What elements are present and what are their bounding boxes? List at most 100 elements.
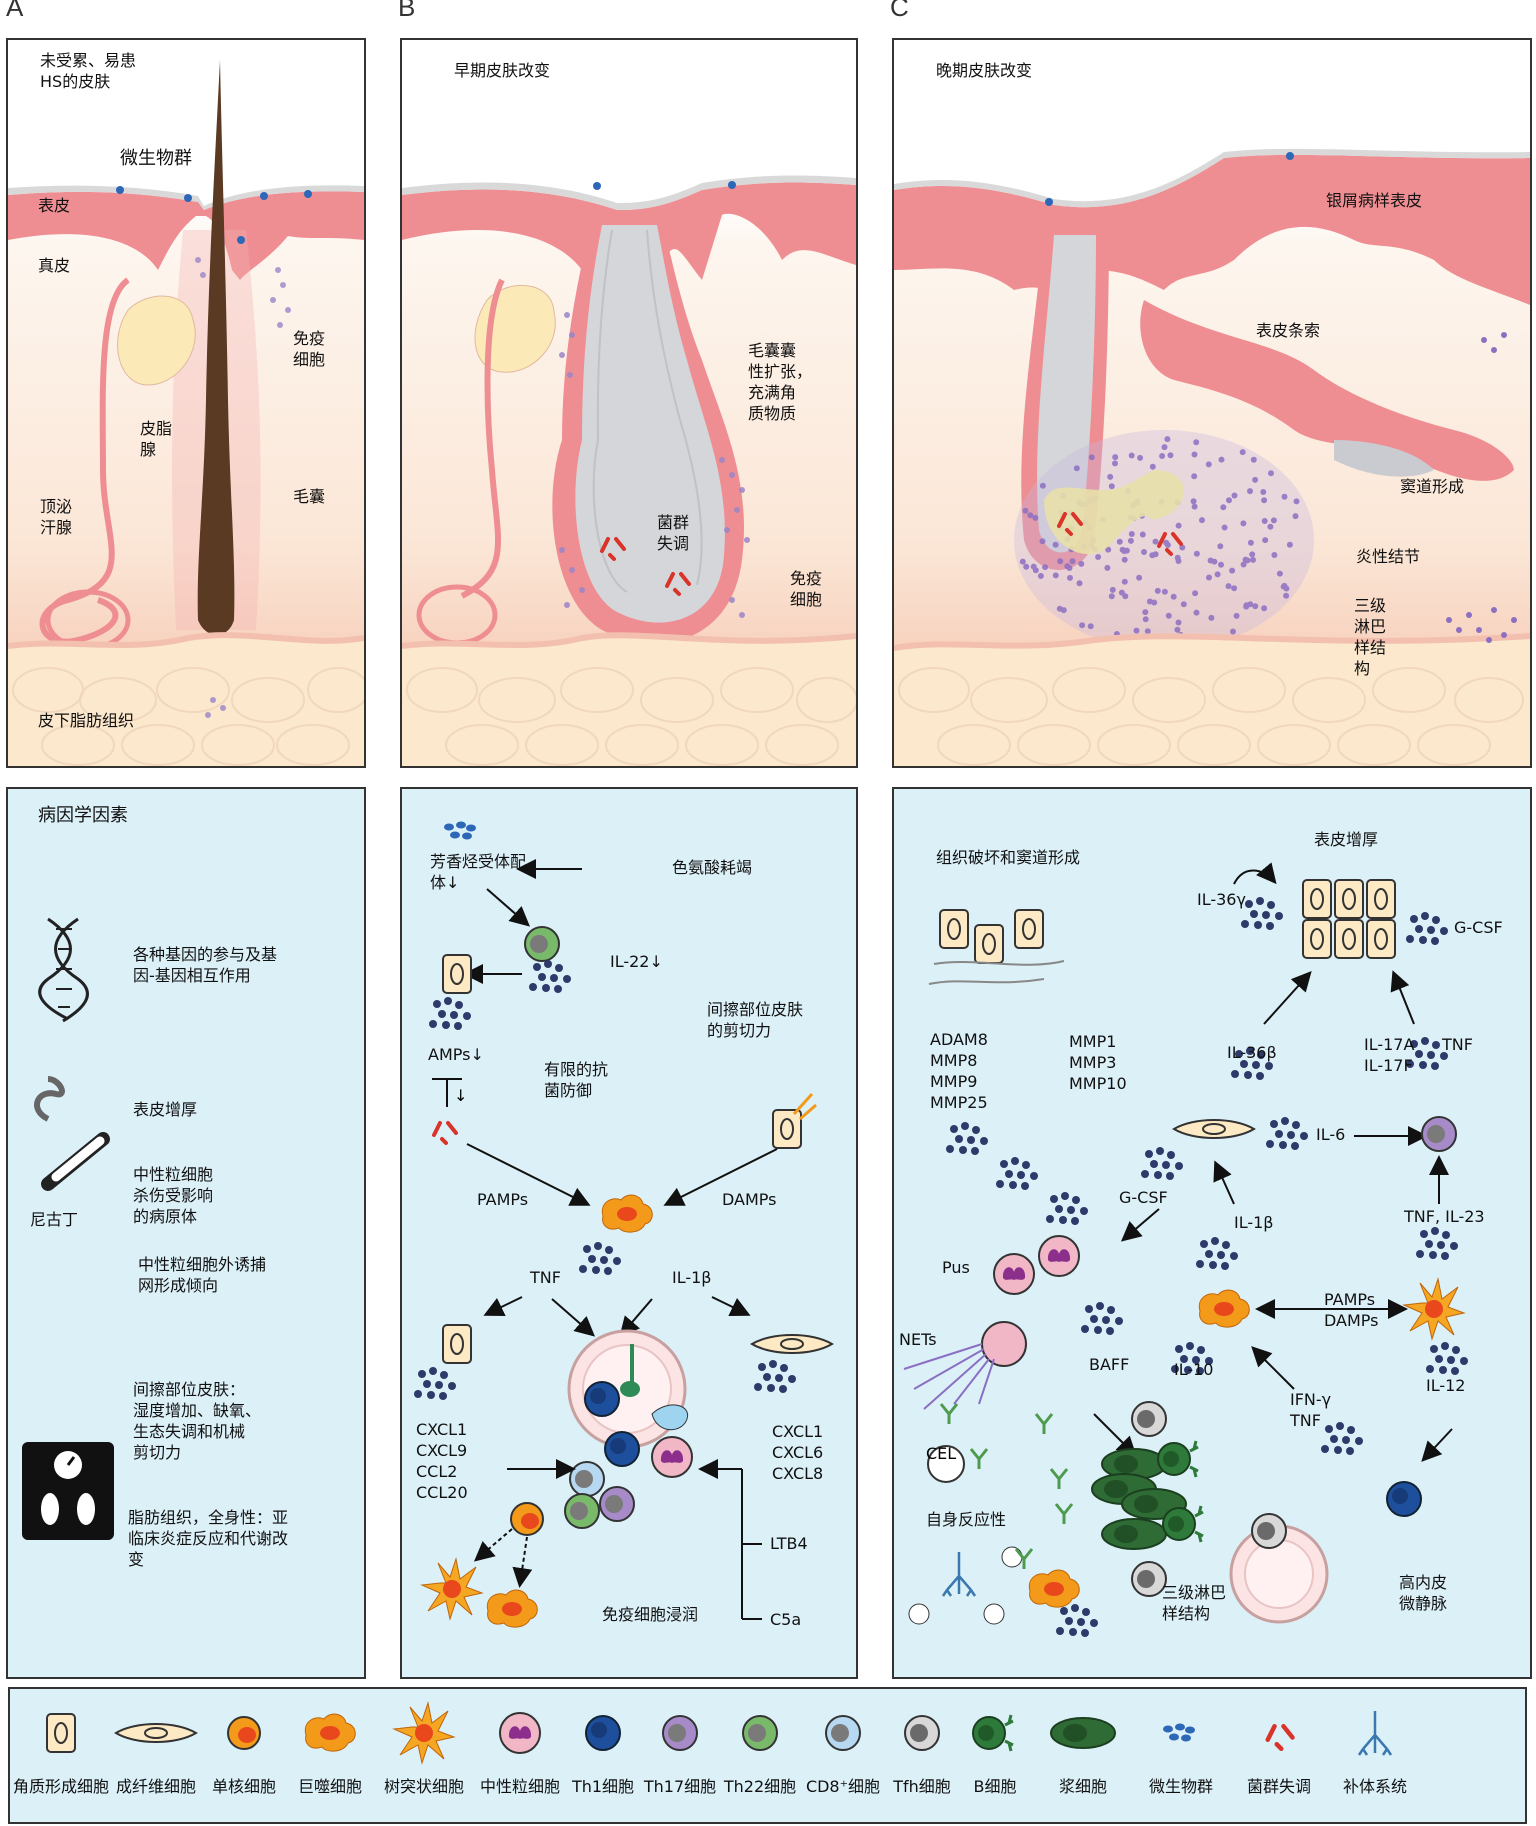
label-microbiota: 微生物群 <box>120 148 192 169</box>
label-tnf-b: TNF <box>530 1268 561 1287</box>
skin-panel-b: 早期皮肤改变 毛囊囊 性扩张， 充满角 质物质 菌群 失调 免疫 细胞 <box>400 38 858 768</box>
label-limited-defense: 有限的抗 菌防御 <box>544 1060 609 1100</box>
label-dysbiosis-b: 菌群 失调 <box>657 513 690 553</box>
legend-item-plasma: 浆细胞 <box>1040 1689 1126 1822</box>
legend-item-keratinocyte: 角质形成细胞 <box>13 1689 109 1822</box>
macrophage-icon <box>304 1713 356 1752</box>
cigarette-icon <box>34 1076 110 1191</box>
microbiota-icon <box>1163 1723 1195 1742</box>
label-tertiary-lymphoid: 三级 淋巴 样结 构 <box>1354 596 1387 678</box>
label-ifng-tnf: IFN-γ TNF <box>1290 1390 1332 1430</box>
etiology-title: 病因学因素 <box>38 805 128 826</box>
legend-item-dysbiosis: 菌群失调 <box>1236 1689 1322 1822</box>
label-apocrine-gland: 顶泌 汗腺 <box>40 497 73 537</box>
plasma-cell-icon <box>1050 1717 1116 1749</box>
label-il1b-c: IL-1β <box>1234 1213 1274 1232</box>
label-sinus-tract: 窦道形成 <box>1400 477 1465 496</box>
label-intertriginous: 间擦部位皮肤： 湿度增加、缺氧、 生态失调和机械 剪切力 <box>133 1380 262 1462</box>
fibroblast-icon <box>115 1723 197 1743</box>
label-autoreactivity: 自身反应性 <box>926 1510 1007 1529</box>
etiology-panel: 病因学因素 各种基因的参与及基 因-基因相互作用 表皮增厚 中性粒细胞 杀伤受影… <box>6 787 366 1679</box>
label-amps: AMPs↓ <box>428 1045 484 1064</box>
th1-icon <box>585 1715 621 1751</box>
complement-icon <box>1357 1709 1393 1757</box>
scale-icon <box>22 1442 114 1540</box>
label-hev: 高内皮 微静脉 <box>1399 1573 1448 1613</box>
skin-diagram-b <box>402 175 856 766</box>
skin-panel-a: 未受累、易患 HS的皮肤 微生物群 表皮 真皮 免疫 细胞 皮脂 腺 顶泌 汗腺… <box>6 38 366 768</box>
legend-item-th22: Th22细胞 <box>722 1689 798 1822</box>
legend-item-complement: 补体系统 <box>1332 1689 1418 1822</box>
label-chemokines-right: CXCL1 CXCL6 CXCL8 <box>772 1422 824 1483</box>
label-immune-cells-a: 免疫 细胞 <box>293 329 326 369</box>
etiology-icons <box>22 917 114 1540</box>
legend-item-macrophage: 巨噬细胞 <box>290 1689 370 1822</box>
skin-diagram-a <box>8 60 364 766</box>
label-il22: IL-22↓ <box>610 952 663 971</box>
legend-item-cd8: CD8⁺细胞 <box>802 1689 884 1822</box>
svg-text:↓: ↓ <box>454 1086 467 1105</box>
label-cel: CEL <box>926 1444 956 1463</box>
label-epidermis: 表皮 <box>38 196 71 215</box>
legend-item-th1: Th1细胞 <box>568 1689 638 1822</box>
label-late-changes: 晚期皮肤改变 <box>936 61 1033 80</box>
dna-icon <box>38 917 89 1023</box>
label-pamps: PAMPs <box>477 1190 529 1209</box>
label-epidermal-strands: 表皮条索 <box>1256 321 1321 340</box>
cell-legend: 角质形成细胞 成纤维细胞 单核细胞 巨噬细胞 树突状细胞 中性粒细胞 Th1细胞… <box>8 1687 1527 1824</box>
label-follicular-dilation: 毛囊囊 性扩张， 充满角 质物质 <box>748 341 813 423</box>
label-ltb4: LTB4 <box>770 1534 808 1553</box>
late-mechanism-panel: CEL 组织破坏和窦道形成 表皮增厚 IL-36γ G-CSF ADAM8 MM… <box>892 787 1532 1679</box>
label-adam-mmp: ADAM8 MMP8 MMP9 MMP25 <box>930 1030 988 1112</box>
skin-panel-c: 晚期皮肤改变 银屑病样表皮 表皮条索 窦道形成 炎性结节 三级 淋巴 样结 构 <box>892 38 1532 768</box>
legend-item-fibroblast: 成纤维细胞 <box>112 1689 200 1822</box>
label-il12: IL-12 <box>1426 1376 1466 1395</box>
label-neutrophil-killing: 中性粒细胞 杀伤受影响 的病原体 <box>133 1165 214 1226</box>
label-genes: 各种基因的参与及基 因-基因相互作用 <box>133 945 278 985</box>
label-mmp: MMP1 MMP3 MMP10 <box>1069 1032 1127 1093</box>
label-il17: IL-17A IL-17F <box>1364 1035 1415 1075</box>
panel-letter-a: A <box>6 0 24 22</box>
label-hair-follicle: 毛囊 <box>293 487 326 506</box>
label-tissue-destruction: 组织破坏和窦道形成 <box>936 848 1081 867</box>
label-baff: BAFF <box>1089 1355 1130 1374</box>
legend-item-neutrophil: 中性粒细胞 <box>476 1689 564 1822</box>
neutrophil-icon <box>499 1712 541 1754</box>
label-adipose: 脂肪组织，全身性：亚 临床炎症反应和代谢改 变 <box>128 1508 289 1569</box>
th17-icon <box>662 1715 698 1751</box>
legend-item-b-cell: B细胞 <box>962 1689 1028 1822</box>
label-tnf-c: TNF <box>1442 1035 1473 1054</box>
label-unaffected-skin: 未受累、易患 HS的皮肤 <box>40 51 137 91</box>
label-sebaceous-gland: 皮脂 腺 <box>140 419 173 459</box>
label-nicotine: 尼古丁 <box>30 1210 79 1229</box>
label-tryptophan-depletion: 色氨酸耗竭 <box>672 858 753 877</box>
legend-item-tfh: Tfh细胞 <box>886 1689 958 1822</box>
label-nets: NETs <box>899 1330 937 1349</box>
skin-diagram-c <box>894 148 1530 766</box>
label-net-formation: 中性粒细胞外诱捕 网形成倾向 <box>138 1255 267 1295</box>
label-chemokines-left: CXCL1 CXCL9 CCL2 CCL20 <box>416 1420 468 1502</box>
label-pamps-damps: PAMPs DAMPs <box>1324 1290 1379 1330</box>
label-subcutaneous-fat: 皮下脂肪组织 <box>38 711 135 730</box>
legend-item-dendritic: 树突状细胞 <box>380 1689 468 1822</box>
early-mechanism-panel: ↓ 芳香烃受体配 体↓ 色氨酸耗竭 <box>400 787 858 1679</box>
label-epidermal-hyperplasia: 表皮增厚 <box>133 1100 198 1119</box>
legend-item-th17: Th17细胞 <box>642 1689 718 1822</box>
label-il6: IL-6 <box>1316 1125 1346 1144</box>
label-inflammatory-nodule: 炎性结节 <box>1356 547 1421 566</box>
th22-icon <box>742 1715 778 1751</box>
monocyte-icon <box>227 1716 261 1750</box>
late-mechanism-diagram: CEL <box>903 862 1468 1637</box>
label-damps: DAMPs <box>722 1190 777 1209</box>
legend-item-monocyte: 单核细胞 <box>208 1689 280 1822</box>
cd8-icon <box>825 1715 861 1751</box>
panel-letter-b: B <box>398 0 416 22</box>
keratinocyte-icon <box>46 1713 76 1753</box>
label-dermis: 真皮 <box>38 256 71 275</box>
dysbiosis-icon <box>1261 1715 1297 1751</box>
label-early-changes: 早期皮肤改变 <box>454 61 551 80</box>
label-shear-force: 间擦部位皮肤 的剪切力 <box>707 1000 804 1040</box>
dendritic-cell-icon <box>393 1702 455 1764</box>
label-tnf-il23: TNF, IL-23 <box>1404 1207 1485 1226</box>
label-c5a: C5a <box>770 1610 802 1629</box>
